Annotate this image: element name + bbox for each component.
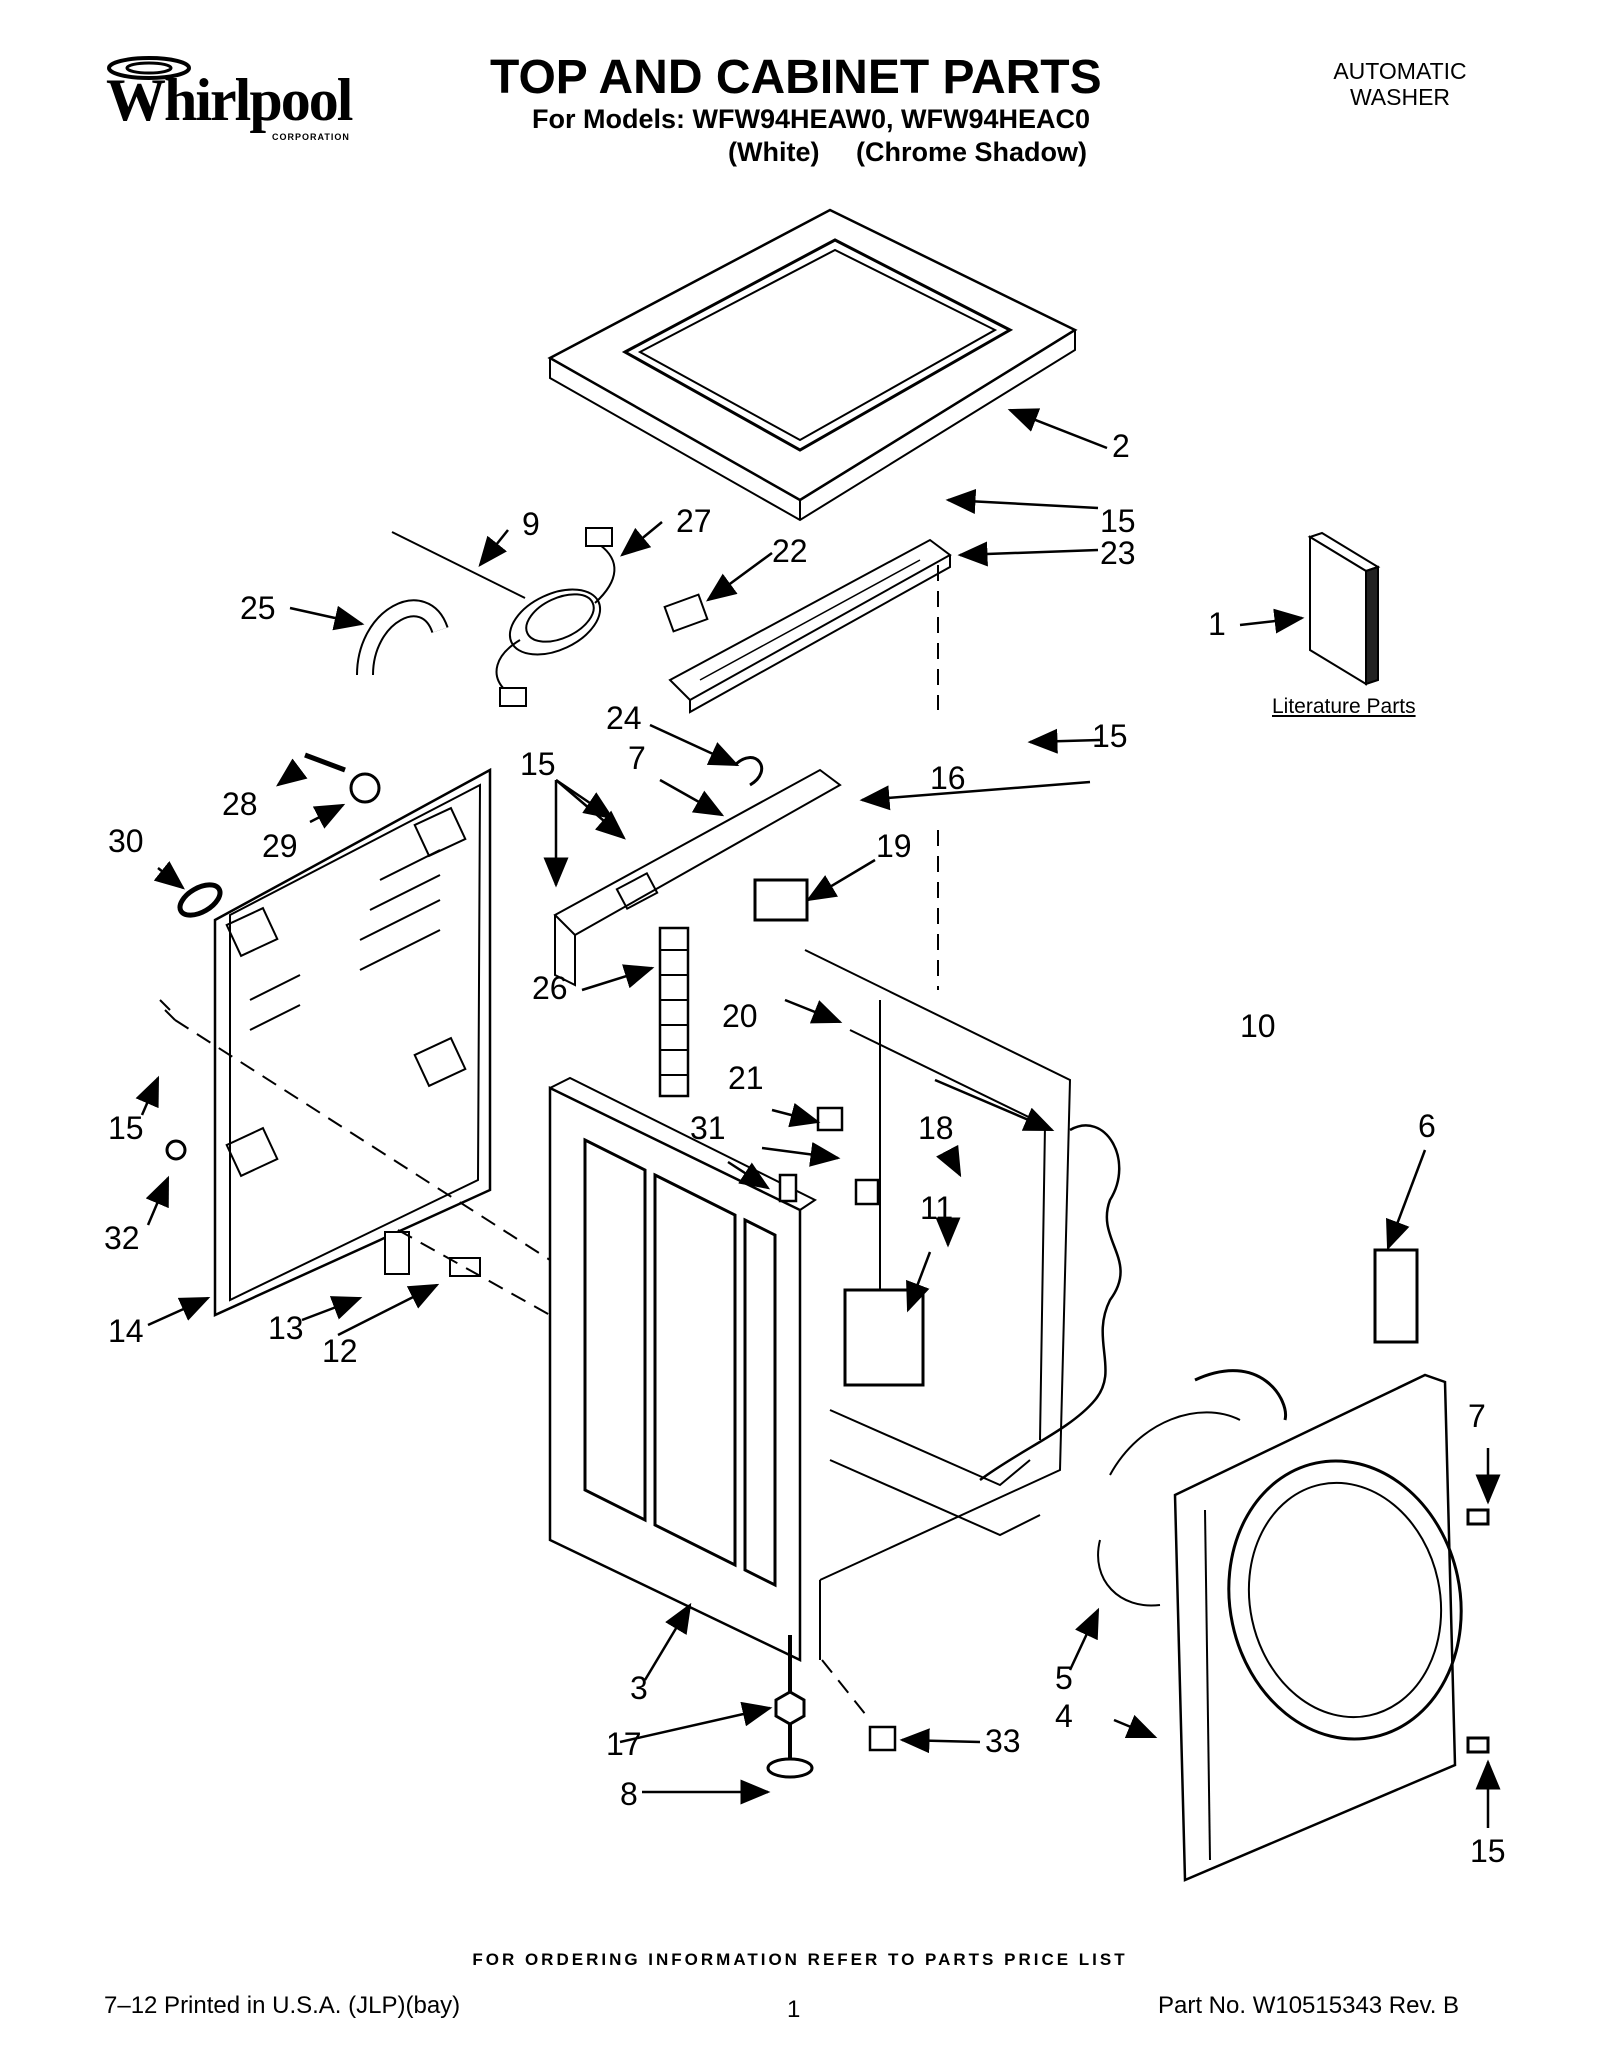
product-type-line2: WASHER (1349, 84, 1451, 110)
top-brace-part (668, 538, 952, 714)
literature-parts-book (1307, 531, 1381, 686)
callout-1: 1 (1208, 606, 1226, 642)
callout-7a: 7 (628, 740, 646, 776)
whirlpool-logo: Whirlpool CORPORATION (100, 52, 360, 152)
callout-15-bracket: 15 (1092, 718, 1128, 754)
side-panel-part (548, 1076, 817, 1662)
rear-panel-part (213, 767, 492, 1317)
callout-25: 25 (240, 590, 276, 626)
callout-4: 4 (1055, 1698, 1073, 1734)
callout-15-front: 15 (1470, 1833, 1506, 1869)
variant-chrome: (Chrome Shadow) (856, 137, 1088, 167)
callout-13: 13 (268, 1310, 304, 1346)
callout-9: 9 (522, 506, 540, 542)
callout-26: 26 (532, 970, 568, 1006)
callout-31: 31 (690, 1110, 726, 1146)
callout-20: 20 (722, 998, 758, 1034)
power-cord-part (495, 527, 616, 707)
callout-14: 14 (108, 1313, 144, 1349)
callout-21: 21 (728, 1060, 764, 1096)
front-panel-part (1173, 1373, 1463, 1882)
callout-29: 29 (262, 828, 298, 864)
variant-white: (White) (728, 137, 820, 167)
logo-swirl-icon (107, 56, 191, 80)
mounting-bracket-part (553, 768, 842, 987)
callout-28: 28 (222, 786, 258, 822)
print-info: 7–12 Printed in U.S.A. (JLP)(bay) (104, 1992, 461, 2019)
literature-parts-label: Literature Parts (1272, 695, 1416, 718)
callout-11: 11 (920, 1190, 954, 1226)
page-title: TOP AND CABINET PARTS (490, 51, 1102, 104)
callout-19: 19 (876, 828, 912, 864)
callout-24: 24 (606, 700, 642, 736)
callout-16: 16 (930, 760, 966, 796)
callout-6: 6 (1418, 1108, 1436, 1144)
callout-5: 5 (1055, 1660, 1073, 1696)
callout-8: 8 (620, 1776, 638, 1812)
callout-15-screws: 15 (520, 746, 556, 782)
callout-2: 2 (1112, 428, 1130, 464)
callout-27: 27 (676, 503, 712, 539)
callout-22: 22 (772, 533, 808, 569)
callout-33: 33 (985, 1723, 1021, 1759)
product-type: AUTOMATIC WASHER (1300, 58, 1500, 110)
spring-part (1194, 1369, 1288, 1421)
callout-17: 17 (606, 1726, 642, 1762)
callout-23: 23 (1100, 535, 1136, 571)
callout-15-top: 15 (1100, 503, 1136, 539)
callout-12: 12 (322, 1333, 358, 1369)
callout-18: 18 (918, 1110, 954, 1146)
logo-wordmark: Whirlpool (106, 67, 353, 133)
callout-30: 30 (108, 823, 144, 859)
top-panel-part (547, 208, 1078, 522)
callout-15-rear: 15 (108, 1110, 144, 1146)
logo-corporation: CORPORATION (272, 132, 350, 142)
part-number: Part No. W10515343 Rev. B (1158, 1992, 1460, 2019)
callout-7b: 7 (1468, 1398, 1486, 1434)
callout-10: 10 (1240, 1008, 1276, 1044)
page-number: 1 (787, 1996, 801, 2023)
wiring-harness-part (979, 1124, 1122, 1482)
callout-3: 3 (630, 1670, 648, 1706)
product-type-line1: AUTOMATIC (1333, 58, 1467, 84)
door-lock-part (1373, 1248, 1419, 1344)
callout-32: 32 (104, 1220, 140, 1256)
models-line: For Models: WFW94HEAW0, WFW94HEAC0 (532, 104, 1091, 134)
ordering-note: FOR ORDERING INFORMATION REFER TO PARTS … (472, 1950, 1128, 1969)
